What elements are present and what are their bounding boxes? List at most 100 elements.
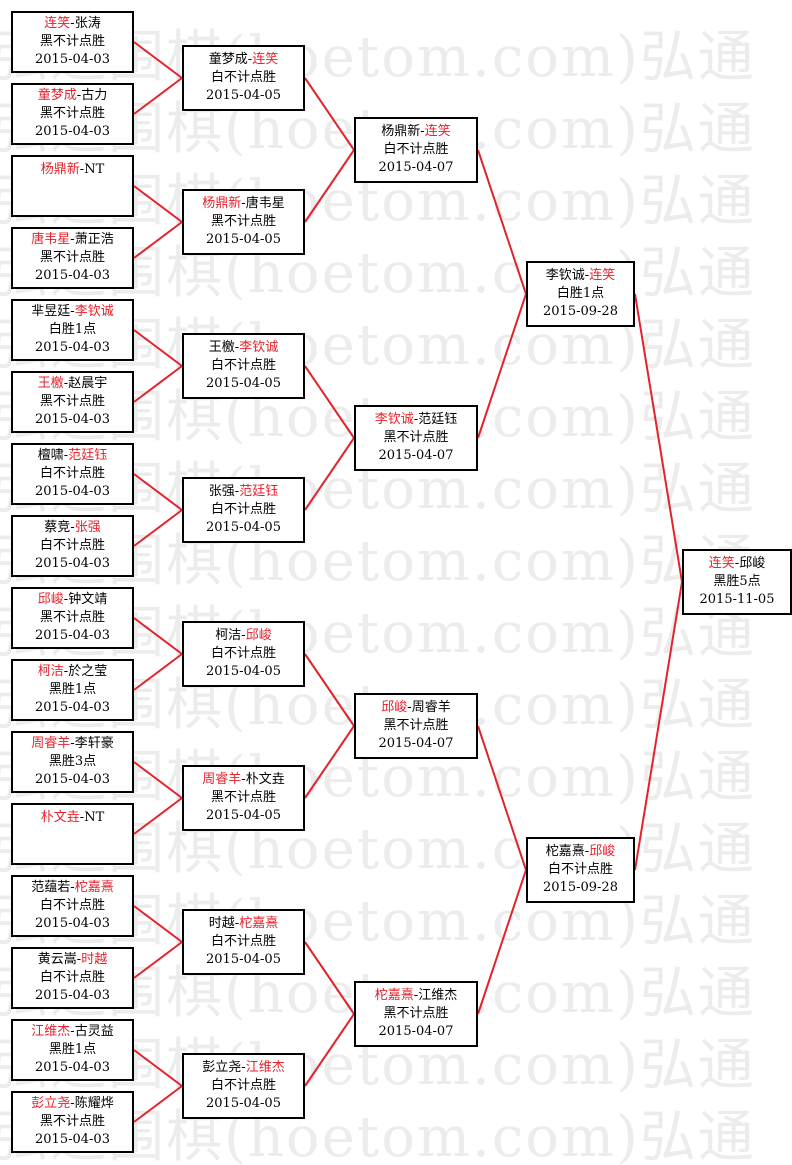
player-white: NT	[84, 162, 105, 177]
connector-r1m14-to-r2m7	[133, 941, 183, 979]
separator: -	[70, 520, 75, 535]
player-white: 朴文垚	[245, 772, 285, 787]
separator: -	[63, 376, 69, 391]
match-players: 柁嘉熹-邱峻	[546, 843, 615, 861]
match-players: 柯洁-於之莹	[38, 663, 107, 681]
player-white: 李钦诚	[74, 304, 114, 319]
match-date: 2015-04-03	[35, 268, 110, 283]
match-result: 黑不计点胜	[383, 718, 449, 733]
match-result: 白不计点胜	[210, 502, 276, 517]
match-players: 杨鼎新-连笑	[381, 123, 450, 141]
connector-r1m5-to-r2m3	[133, 329, 183, 367]
match-players: 李钦诚-范廷钰	[375, 411, 457, 429]
match-date: 2015-04-05	[206, 1096, 281, 1111]
player-black: 连笑	[44, 16, 71, 31]
match-result: 黑不计点胜	[210, 214, 276, 229]
player-white: 柁嘉熹	[239, 916, 279, 931]
separator: -	[241, 1060, 246, 1075]
player-white: 柁嘉熹	[74, 880, 114, 895]
match-result: 黑不计点胜	[383, 430, 449, 445]
player-black: 杨鼎新	[202, 196, 242, 211]
match-result: 白不计点胜	[39, 466, 105, 481]
player-black: 朴文垚	[40, 810, 80, 825]
separator: -	[79, 810, 85, 825]
match-date: 2015-09-28	[543, 304, 618, 319]
match-result: 白不计点胜	[210, 1078, 276, 1093]
match-players: 连笑-张涛	[44, 15, 100, 33]
match-players: 童梦成-连笑	[209, 51, 278, 69]
separator: -	[407, 700, 412, 715]
match-result: 黑不计点胜	[39, 106, 105, 121]
match-players: 彭立尧-陈耀烨	[31, 1095, 113, 1113]
player-white: 赵晨宇	[68, 376, 108, 391]
connector-r1m12-to-r2m6	[133, 797, 183, 835]
match-date: 2015-04-03	[35, 1060, 110, 1075]
player-black: 李钦诚	[374, 412, 414, 427]
player-white: 邱峻	[589, 844, 616, 859]
player-black: 唐韦星	[31, 232, 71, 247]
match-box-r2m1: 童梦成-连笑白不计点胜 2015-04-05	[182, 45, 305, 111]
match-players: 黄云嵩-时越	[38, 951, 107, 969]
match-date: 2015-04-03	[35, 340, 110, 355]
match-date: 2015-04-03	[35, 628, 110, 643]
connector-r1m16-to-r2m8	[133, 1085, 183, 1123]
connector-r2m3-to-r3m2	[304, 365, 355, 439]
player-white: NT	[84, 810, 105, 825]
match-players: 邱峻-钟文靖	[38, 591, 107, 609]
match-result: 白不计点胜	[210, 70, 276, 85]
separator: -	[70, 304, 75, 319]
player-white: 张涛	[74, 16, 101, 31]
match-result: 白不计点胜	[39, 970, 105, 985]
separator: -	[70, 1096, 75, 1111]
match-players: 檀啸-范廷钰	[38, 447, 107, 465]
connector-r1m4-to-r2m2	[133, 221, 183, 259]
player-black: 彭立尧	[31, 1096, 71, 1111]
match-box-r2m8: 彭立尧-江维杰白不计点胜 2015-04-05	[182, 1053, 305, 1119]
match-result: 黑胜5点	[713, 574, 761, 589]
connector-r1m13-to-r2m7	[133, 905, 183, 943]
match-result: 黑胜1点	[48, 1042, 97, 1057]
separator: -	[79, 162, 85, 177]
connector-r1m6-to-r2m3	[133, 365, 183, 403]
match-date: 2015-04-05	[206, 952, 281, 967]
match-date: 2015-04-07	[378, 448, 454, 463]
separator: -	[63, 448, 69, 463]
match-date: 2015-04-03	[35, 700, 110, 715]
player-black: 童梦成	[37, 88, 77, 103]
separator: -	[584, 844, 590, 859]
player-black: 蔡竞	[44, 520, 71, 535]
player-black: 檀啸	[37, 448, 64, 463]
player-black: 连笑	[708, 556, 735, 571]
match-date: 2015-04-07	[378, 736, 454, 751]
separator: -	[63, 592, 69, 607]
match-date: 2015-04-07	[378, 1024, 454, 1039]
connector-r4m1-to-final	[634, 293, 683, 583]
match-date: 2015-04-05	[206, 88, 281, 103]
separator: -	[241, 772, 246, 787]
connector-r2m6-to-r3m3	[304, 725, 355, 799]
connector-r1m2-to-r2m1	[133, 77, 183, 115]
match-players: 彭立尧-江维杰	[202, 1059, 284, 1077]
match-players: 周睿羊-李轩豪	[31, 735, 113, 753]
connector-r1m7-to-r2m4	[133, 473, 183, 511]
connector-r1m8-to-r2m4	[133, 509, 183, 547]
player-black: 柯洁	[37, 664, 64, 679]
player-white: 江维杰	[418, 988, 458, 1003]
player-white: 范廷钰	[418, 412, 458, 427]
player-black: 杨鼎新	[40, 162, 80, 177]
match-date: 2015-04-03	[35, 772, 110, 787]
